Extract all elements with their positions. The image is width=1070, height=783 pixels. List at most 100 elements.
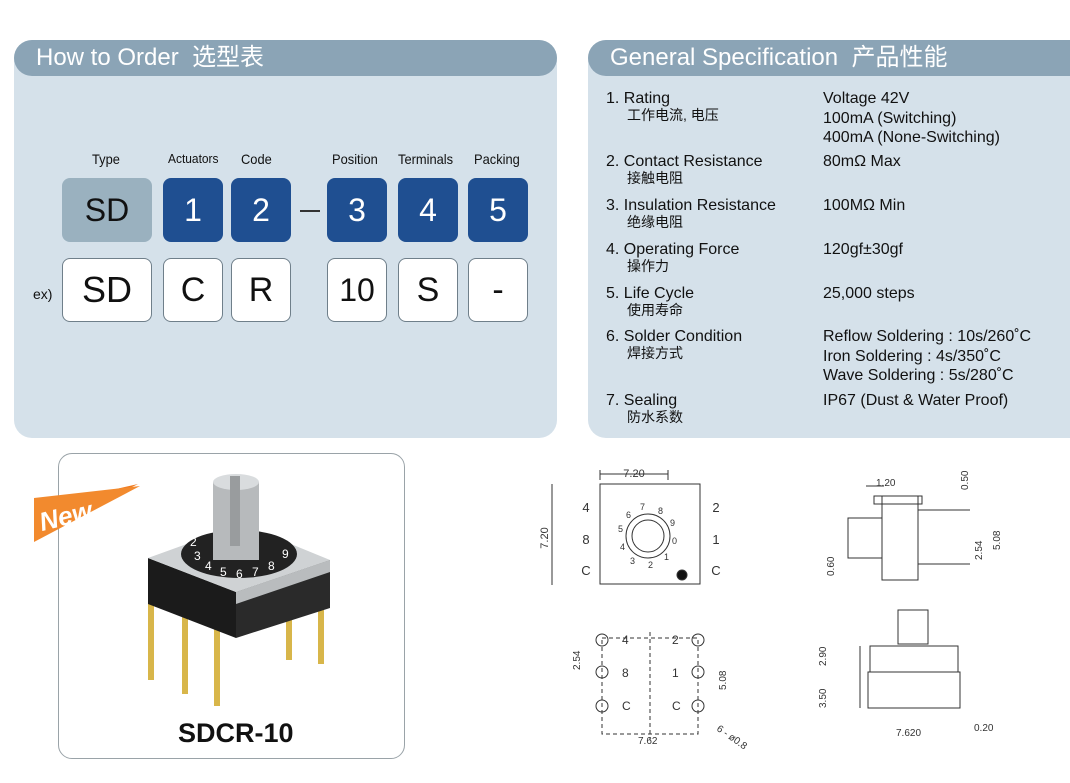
spec-item-life-cycle: 5. Life Cycle 使用寿命 bbox=[606, 284, 694, 318]
side-view-drawing: 1.20 0.50 0.60 2.54 5.08 bbox=[826, 470, 1003, 581]
spec-name-cn: 绝缘电阻 bbox=[627, 214, 683, 230]
dial-digit: 8 bbox=[268, 559, 275, 573]
spec-item-operating-force: 4. Operating Force 操作力 bbox=[606, 240, 739, 274]
header-code: Code bbox=[241, 151, 272, 167]
pin bbox=[286, 610, 292, 660]
spec-value: 80mΩ Max bbox=[823, 153, 901, 170]
spec-value: 400mA (None-Switching) bbox=[823, 129, 1000, 146]
spec-name: 5. Life Cycle bbox=[606, 285, 695, 302]
spec-value: IP67 (Dust & Water Proof) bbox=[823, 392, 1009, 409]
header-terminals: Terminals bbox=[398, 151, 454, 167]
general-spec-panel bbox=[588, 40, 1070, 438]
header-packing: Packing bbox=[474, 151, 520, 167]
spec-values-contact-resistance: 80mΩ Max bbox=[823, 152, 901, 172]
spec-name: 6. Solder Condition bbox=[606, 328, 743, 345]
code-code-box: 2 bbox=[231, 178, 291, 242]
top-dial-digit: 3 bbox=[630, 556, 635, 566]
technical-drawings: 7.20 7.20 4 8 C 2 1 C 7 8 9 0 1 2 3 4 5 … bbox=[539, 468, 1003, 752]
fp-label: C bbox=[672, 699, 681, 713]
front-d3: 7.620 bbox=[896, 728, 921, 739]
top-left-label: C bbox=[581, 563, 590, 578]
spec-item-sealing: 7. Sealing 防水系数 bbox=[606, 391, 683, 425]
header-position: Position bbox=[332, 151, 378, 167]
top-dial-digit: 1 bbox=[664, 552, 669, 562]
pin bbox=[318, 600, 324, 664]
dial-digit: 2 bbox=[190, 535, 197, 549]
example-label: ex) bbox=[33, 286, 53, 302]
side-d2: 0.50 bbox=[960, 470, 971, 490]
spec-item-rating: 1. Rating 工作电流, 电压 bbox=[606, 89, 719, 123]
product-photo-frame bbox=[58, 453, 405, 759]
spec-value: Iron Soldering : 4s/350˚C bbox=[823, 347, 1001, 365]
product-illustration: New 2 3 4 5 6 7 8 9 bbox=[34, 474, 330, 706]
code-separator-dash bbox=[300, 210, 320, 212]
spec-value: Wave Soldering : 5s/280˚C bbox=[823, 367, 1014, 384]
top-view-height: 7.20 bbox=[539, 527, 551, 548]
side-d4: 2.54 bbox=[974, 540, 985, 560]
top-dial-digit: 4 bbox=[620, 542, 625, 552]
spec-value: 120gf±30gf bbox=[823, 241, 903, 258]
spec-item-solder-condition: 6. Solder Condition 焊接方式 bbox=[606, 327, 742, 361]
spec-item-insulation-resistance: 3. Insulation Resistance 绝缘电阻 bbox=[606, 196, 776, 230]
fp-pitch: 2.54 bbox=[572, 650, 583, 670]
fp-label: 1 bbox=[672, 666, 679, 680]
spec-name: 2. Contact Resistance bbox=[606, 153, 763, 170]
top-left-label: 4 bbox=[582, 500, 589, 515]
code-actuators-box: 1 bbox=[163, 178, 223, 242]
spec-values-sealing: IP67 (Dust & Water Proof) bbox=[823, 391, 1008, 411]
spec-name: 4. Operating Force bbox=[606, 241, 740, 258]
how-to-order-title: How to Order 选型表 bbox=[14, 40, 557, 76]
spec-values-solder-condition: Reflow Soldering : 10s/260˚C Iron Solder… bbox=[823, 327, 1031, 386]
code-type-box: SD bbox=[62, 178, 152, 242]
switch-top-edge bbox=[236, 560, 330, 604]
product-model: SDCR-10 bbox=[178, 718, 294, 748]
how-to-order-title-en: How to Order bbox=[36, 44, 179, 71]
dial-digit: 3 bbox=[194, 549, 201, 563]
code-packing-box: 5 bbox=[468, 178, 528, 242]
fp-label: C bbox=[622, 699, 631, 713]
spec-name: 7. Sealing bbox=[606, 392, 678, 409]
top-left-label: 8 bbox=[582, 532, 589, 547]
spec-values-rating: Voltage 42V 100mA (Switching) 400mA (Non… bbox=[823, 89, 1000, 148]
code-terminals-box: 4 bbox=[398, 178, 458, 242]
spec-name: 1. Rating bbox=[606, 90, 671, 107]
spec-name: 3. Insulation Resistance bbox=[606, 197, 776, 214]
dial-digit: 7 bbox=[252, 565, 259, 579]
top-right-label: 1 bbox=[712, 532, 719, 547]
header-actuators: Actuators bbox=[168, 151, 219, 166]
spec-value: 100mA (Switching) bbox=[823, 109, 957, 127]
example-actuators-box: C bbox=[163, 258, 223, 322]
top-dial-digit: 9 bbox=[670, 518, 675, 528]
general-spec-title: General Specification 产品性能 bbox=[588, 40, 1070, 76]
example-type-box: SD bbox=[62, 258, 152, 322]
fp-label: 2 bbox=[672, 633, 679, 647]
spec-value: Voltage 42V bbox=[823, 90, 910, 107]
example-code-box: R bbox=[231, 258, 291, 322]
spec-name-cn: 接触电阻 bbox=[627, 170, 683, 186]
general-spec-title-cn: 产品性能 bbox=[851, 44, 948, 71]
spec-item-contact-resistance: 2. Contact Resistance 接触电阻 bbox=[606, 152, 763, 186]
front-d4: 0.20 bbox=[974, 723, 994, 734]
code-position-box: 3 bbox=[327, 178, 387, 242]
spec-values-insulation-resistance: 100MΩ Min bbox=[823, 196, 905, 216]
fp-label: 8 bbox=[622, 666, 629, 680]
fp-span-v: 5.08 bbox=[718, 670, 729, 690]
spec-name-cn: 防水系数 bbox=[627, 409, 683, 425]
switch-body-left bbox=[148, 558, 236, 638]
spec-values-operating-force: 120gf±30gf bbox=[823, 240, 903, 260]
side-d1: 1.20 bbox=[876, 478, 896, 489]
example-packing-box: - bbox=[468, 258, 528, 322]
fp-hole: 6 - ø0.8 bbox=[714, 723, 749, 752]
pin bbox=[182, 610, 188, 694]
top-view-width: 7.20 bbox=[623, 468, 644, 480]
example-position-box: 10 bbox=[327, 258, 387, 322]
top-dial-digit: 8 bbox=[658, 506, 663, 516]
new-badge-flag bbox=[34, 486, 140, 542]
spec-name-cn: 使用寿命 bbox=[627, 302, 683, 318]
example-terminals-box: S bbox=[398, 258, 458, 322]
side-d3: 0.60 bbox=[826, 556, 837, 576]
spec-value: 100MΩ Min bbox=[823, 197, 906, 214]
dial-digit: 9 bbox=[282, 547, 289, 561]
spec-name-cn: 操作力 bbox=[627, 258, 669, 274]
top-right-label: 2 bbox=[712, 500, 719, 515]
